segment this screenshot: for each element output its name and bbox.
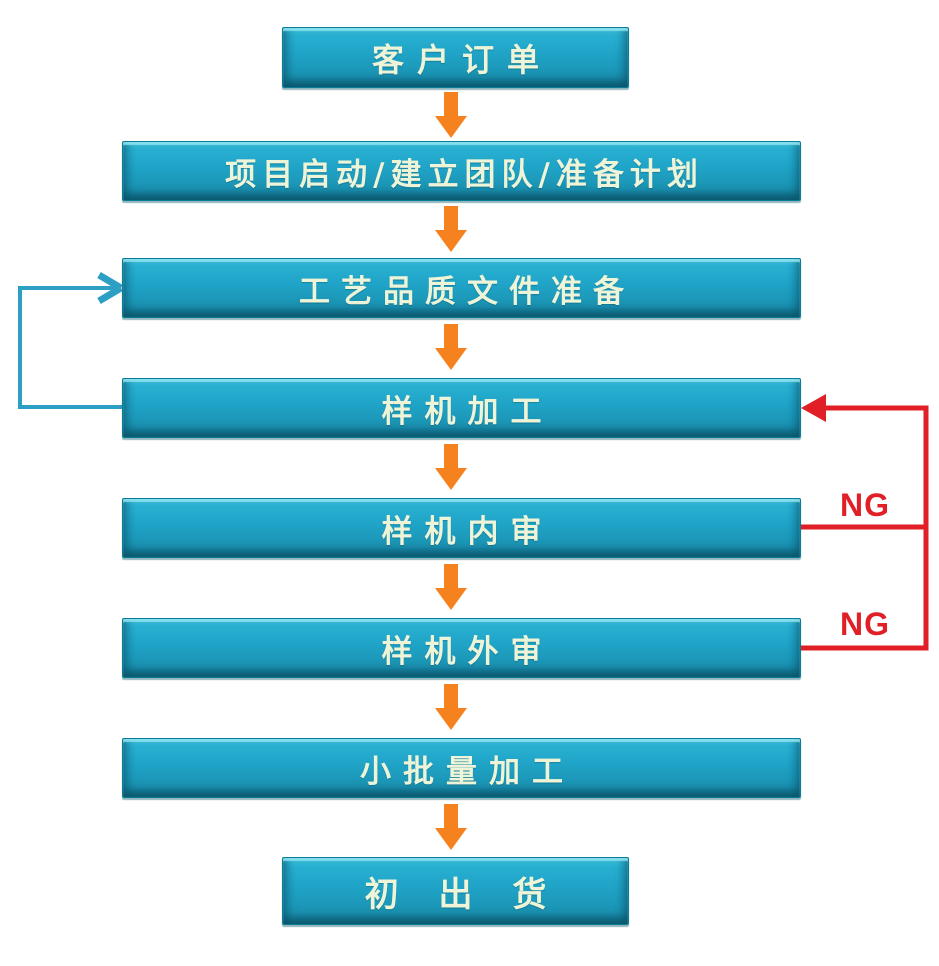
node-label: 小批量加工 [360, 753, 575, 790]
rework-loop-path [18, 286, 122, 409]
down-arrow-7 [435, 804, 467, 850]
node-label: 客户订单 [371, 40, 552, 79]
ng-label-external-review: NG [840, 606, 890, 642]
down-arrow-1 [435, 92, 467, 138]
node-label: 样机内审 [381, 513, 554, 550]
node-label: 项目启动/建立团队/准备计划 [225, 156, 704, 193]
node-label: 初 出 货 [364, 874, 561, 915]
node-customer-order: 客户订单 [282, 27, 629, 88]
node-label: 样机加工 [381, 393, 554, 430]
node-prototype-external-review: 样机外审 [122, 618, 801, 678]
node-small-batch-processing: 小批量加工 [122, 738, 801, 798]
node-prototype-internal-review: 样机内审 [122, 498, 801, 558]
down-arrow-5 [435, 564, 467, 610]
down-arrow-4 [435, 444, 467, 490]
rework-loop-arrow [18, 271, 123, 409]
node-label: 工艺品质文件准备 [299, 273, 635, 310]
node-project-start: 项目启动/建立团队/准备计划 [122, 141, 801, 201]
node-label: 样机外审 [381, 633, 554, 670]
ng-label-internal-review: NG [840, 487, 890, 523]
node-process-quality-docs: 工艺品质文件准备 [122, 258, 801, 318]
down-arrow-3 [435, 324, 467, 370]
flow-arrows [435, 92, 467, 850]
down-arrow-2 [435, 206, 467, 252]
rework-loop-arrowhead-icon [97, 271, 123, 305]
node-initial-shipment: 初 出 货 [282, 857, 629, 925]
down-arrow-6 [435, 684, 467, 730]
node-prototype-processing: 样机加工 [122, 378, 801, 438]
ng-arrowhead-icon [801, 394, 826, 422]
